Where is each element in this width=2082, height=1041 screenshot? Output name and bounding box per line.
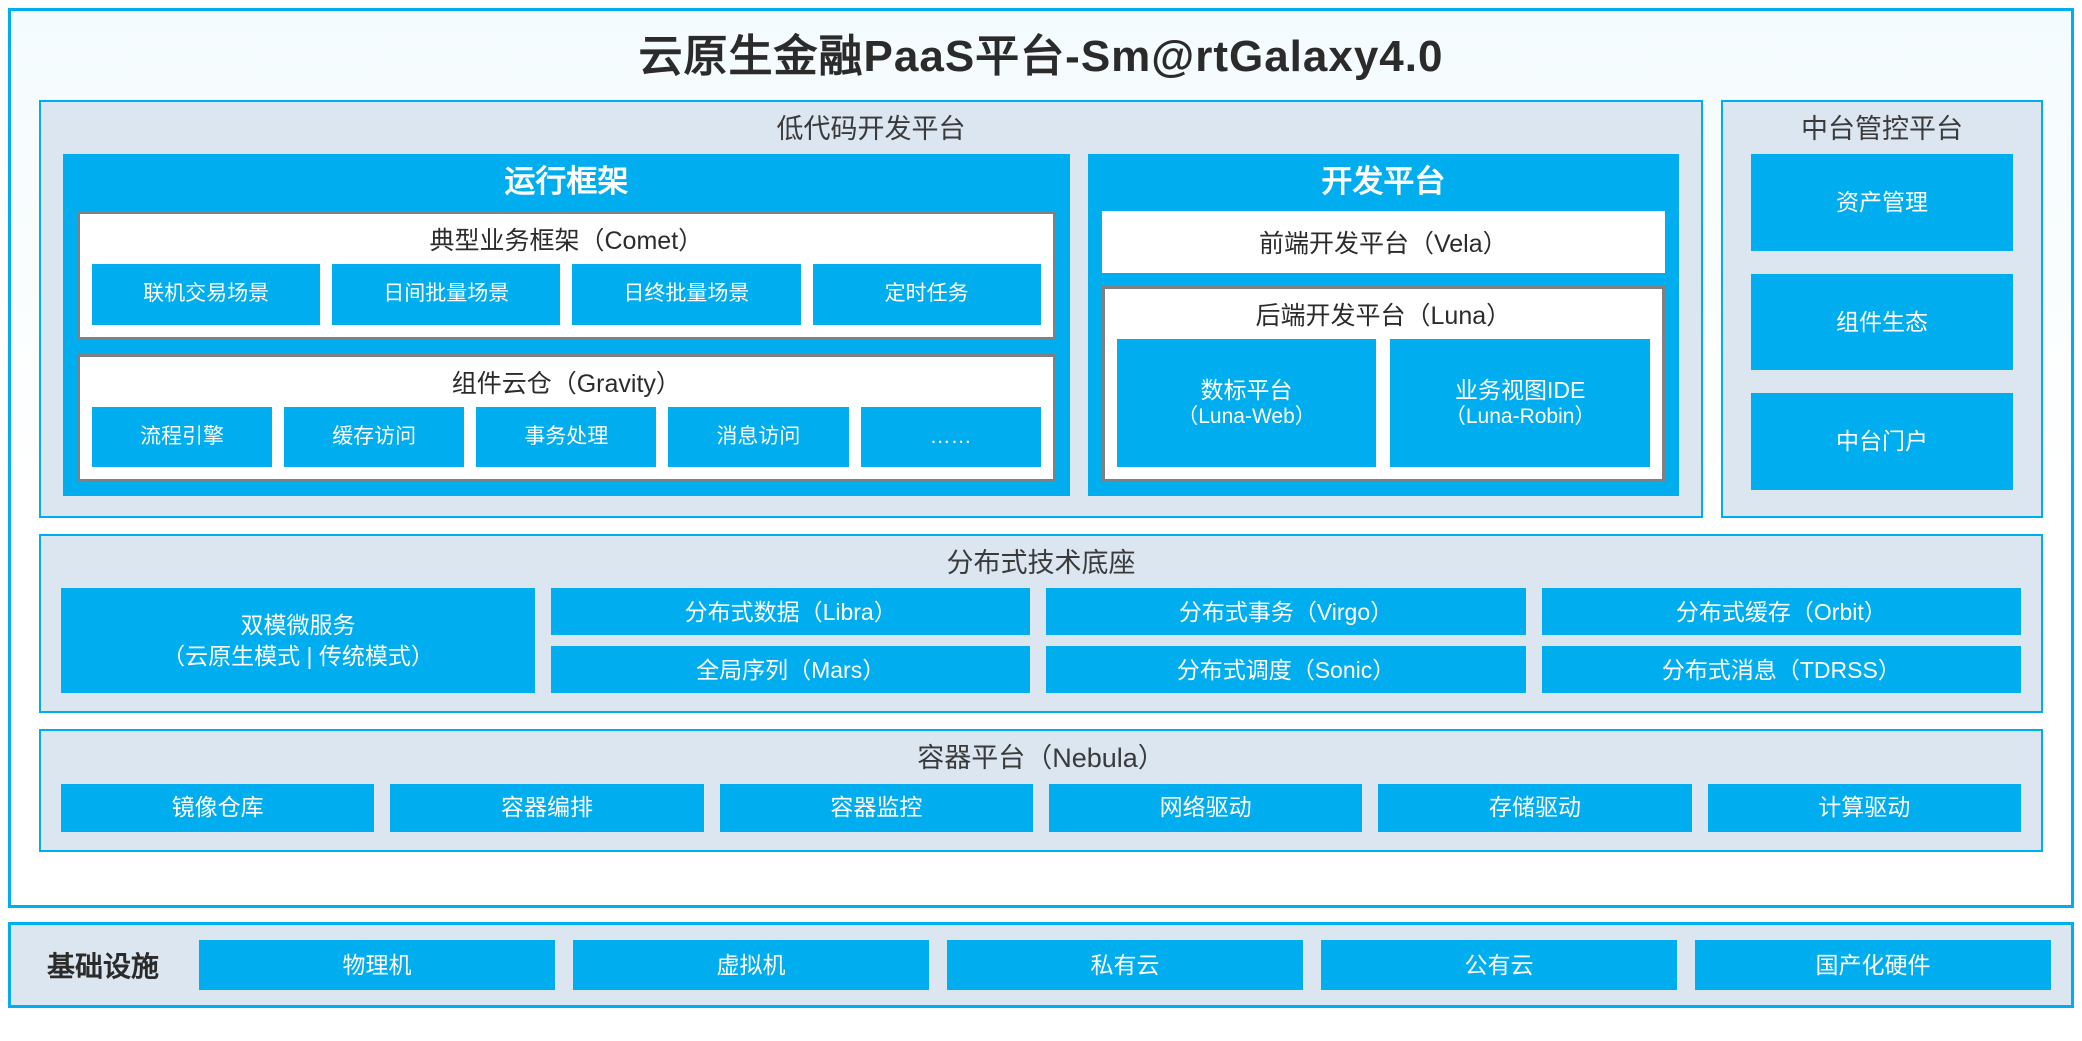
distributed-base-panel: 分布式技术底座 双模微服务 （云原生模式 | 传统模式） 分布式数据（Libra… [39, 534, 2043, 714]
comet-item-eod-batch[interactable]: 日终批量场景 [572, 264, 801, 325]
development-platform-groups: 前端开发平台（Vela） 后端开发平台（Luna） 数标平台 （Luna-Web… [1101, 211, 1665, 482]
gravity-item-more[interactable]: …… [860, 406, 1041, 467]
console-platform-panel: 中台管控平台 资产管理 组件生态 中台门户 [1721, 100, 2043, 518]
infrastructure-item-physical-machine[interactable]: 物理机 [199, 940, 556, 990]
distributed-item-sonic[interactable]: 分布式调度（Sonic） [1046, 646, 1526, 694]
comet-chip-row: 联机交易场景 日间批量场景 日终批量场景 定时任务 [92, 264, 1041, 325]
container-item-monitoring[interactable]: 容器监控 [719, 783, 1033, 832]
distributed-column-3: 分布式缓存（Orbit） 分布式消息（TDRSS） [1541, 588, 2021, 694]
console-item-asset-management[interactable]: 资产管理 [1751, 154, 2013, 251]
runtime-framework-card: 运行框架 典型业务框架（Comet） 联机交易场景 日间批量场景 日终批量场景 … [63, 154, 1070, 496]
container-item-network-driver[interactable]: 网络驱动 [1048, 783, 1363, 832]
infrastructure-label: 基础设施 [47, 951, 160, 982]
container-platform-title: 容器平台（Nebula） [917, 743, 1165, 774]
frontend-platform-vela[interactable]: 前端开发平台（Vela） [1101, 211, 1665, 274]
gravity-group-title: 组件云仓（Gravity） [451, 369, 681, 398]
luna-web-name: 数标平台 [1200, 376, 1293, 403]
comet-item-online-transaction[interactable]: 联机交易场景 [92, 264, 321, 325]
gravity-group: 组件云仓（Gravity） 流程引擎 缓存访问 事务处理 消息访问 …… [77, 353, 1056, 482]
luna-item-luna-robin[interactable]: 业务视图IDE （Luna-Robin） [1390, 339, 1650, 467]
luna-web-sub: （Luna-Web） [1177, 405, 1316, 429]
container-item-storage-driver[interactable]: 存储驱动 [1378, 783, 1692, 832]
comet-item-scheduled-task[interactable]: 定时任务 [812, 264, 1041, 325]
luna-chip-row: 数标平台 （Luna-Web） 业务视图IDE （Luna-Robin） [1116, 339, 1650, 467]
container-item-compute-driver[interactable]: 计算驱动 [1707, 783, 2021, 832]
distributed-item-orbit[interactable]: 分布式缓存（Orbit） [1541, 588, 2021, 636]
luna-robin-name: 业务视图IDE [1454, 376, 1586, 403]
page-title: 云原生金融PaaS平台-Sm@rtGalaxy4.0 [638, 32, 1444, 81]
distributed-base-body: 双模微服务 （云原生模式 | 传统模式） 分布式数据（Libra） 全局序列（M… [41, 588, 2041, 711]
luna-robin-sub: （Luna-Robin） [1444, 405, 1596, 429]
distributed-base-title: 分布式技术底座 [946, 548, 1136, 578]
console-item-component-ecosystem[interactable]: 组件生态 [1751, 273, 2013, 371]
comet-item-intraday-batch[interactable]: 日间批量场景 [332, 264, 561, 325]
runtime-framework-title: 运行框架 [504, 164, 629, 200]
gravity-item-cache-access[interactable]: 缓存访问 [284, 406, 465, 467]
comet-group: 典型业务框架（Comet） 联机交易场景 日间批量场景 日终批量场景 定时任务 [77, 211, 1056, 340]
infrastructure-item-virtual-machine[interactable]: 虚拟机 [573, 940, 930, 990]
infrastructure-item-domestic-hardware[interactable]: 国产化硬件 [1695, 940, 2052, 990]
console-platform-title: 中台管控平台 [1801, 114, 1963, 144]
backend-platform-luna: 后端开发平台（Luna） 数标平台 （Luna-Web） 业务视图IDE （Lu… [1101, 286, 1665, 482]
lowcode-platform-title: 低代码开发平台 [776, 114, 966, 144]
distributed-item-microservice[interactable]: 双模微服务 （云原生模式 | 传统模式） [61, 588, 535, 694]
distributed-column-1: 分布式数据（Libra） 全局序列（Mars） [551, 588, 1031, 694]
console-item-portal[interactable]: 中台门户 [1751, 393, 2013, 490]
distributed-item-libra[interactable]: 分布式数据（Libra） [551, 588, 1031, 636]
infrastructure-panel: 基础设施 物理机 虚拟机 私有云 公有云 国产化硬件 [8, 922, 2074, 1008]
luna-item-luna-web[interactable]: 数标平台 （Luna-Web） [1116, 339, 1377, 467]
distributed-column-2: 分布式事务（Virgo） 分布式调度（Sonic） [1046, 588, 1526, 694]
gravity-item-process-engine[interactable]: 流程引擎 [92, 406, 273, 467]
infrastructure-item-private-cloud[interactable]: 私有云 [947, 940, 1304, 990]
gravity-item-transaction-processing[interactable]: 事务处理 [476, 406, 657, 467]
comet-group-title: 典型业务框架（Comet） [429, 227, 704, 256]
distributed-microservice-column: 双模微服务 （云原生模式 | 传统模式） [61, 588, 535, 694]
container-item-orchestration[interactable]: 容器编排 [390, 783, 704, 832]
lowcode-platform-panel: 低代码开发平台 运行框架 典型业务框架（Comet） 联机交易场景 日间批量场景 [39, 100, 1703, 518]
development-platform-title: 开发平台 [1321, 164, 1446, 200]
lowcode-platform-body: 运行框架 典型业务框架（Comet） 联机交易场景 日间批量场景 日终批量场景 … [41, 154, 1701, 516]
runtime-framework-groups: 典型业务框架（Comet） 联机交易场景 日间批量场景 日终批量场景 定时任务 … [77, 211, 1056, 482]
microservice-name: 双模微服务 [240, 611, 356, 638]
container-platform-body: 镜像仓库 容器编排 容器监控 网络驱动 存储驱动 计算驱动 [41, 783, 2041, 850]
backend-platform-title: 后端开发平台（Luna） [1255, 302, 1512, 331]
top-row: 低代码开发平台 运行框架 典型业务框架（Comet） 联机交易场景 日间批量场景 [39, 100, 2043, 518]
distributed-item-virgo[interactable]: 分布式事务（Virgo） [1046, 588, 1526, 636]
container-item-image-registry[interactable]: 镜像仓库 [61, 783, 375, 832]
distributed-item-tdrss[interactable]: 分布式消息（TDRSS） [1541, 646, 2021, 694]
container-platform-panel: 容器平台（Nebula） 镜像仓库 容器编排 容器监控 网络驱动 存储驱动 计算… [39, 729, 2043, 852]
infrastructure-item-public-cloud[interactable]: 公有云 [1321, 940, 1678, 990]
development-platform-card: 开发平台 前端开发平台（Vela） 后端开发平台（Luna） 数标平台 （Lun… [1087, 154, 1679, 496]
gravity-item-message-access[interactable]: 消息访问 [668, 406, 849, 467]
microservice-sub: （云原生模式 | 传统模式） [162, 642, 434, 669]
gravity-chip-row: 流程引擎 缓存访问 事务处理 消息访问 …… [92, 406, 1041, 467]
platform-main-frame: 云原生金融PaaS平台-Sm@rtGalaxy4.0 低代码开发平台 运行框架 … [8, 8, 2074, 908]
distributed-item-mars[interactable]: 全局序列（Mars） [551, 646, 1031, 694]
console-platform-body: 资产管理 组件生态 中台门户 [1723, 154, 2041, 516]
